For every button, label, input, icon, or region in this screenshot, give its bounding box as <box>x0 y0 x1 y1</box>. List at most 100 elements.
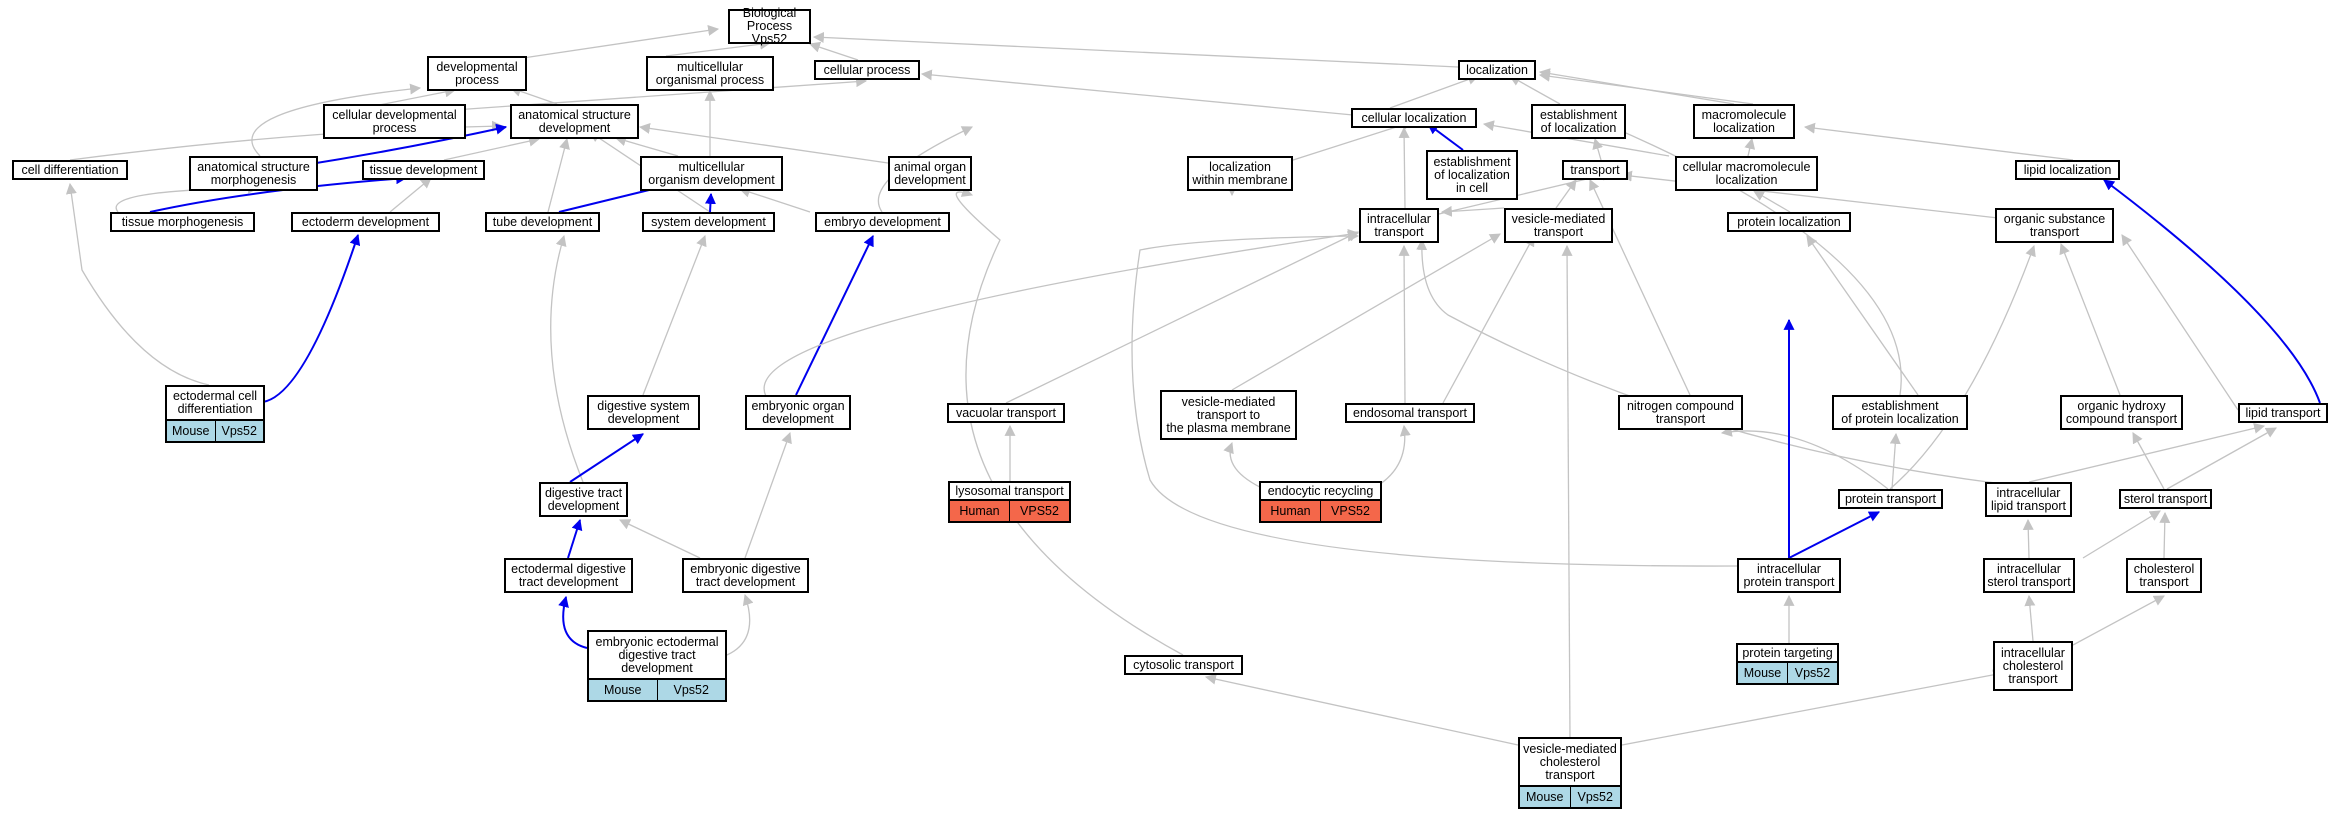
node-cytosolic-transport[interactable]: cytosolic transport <box>1124 655 1243 675</box>
node-lipid-transport[interactable]: lipid transport <box>2238 403 2328 423</box>
node-ectodermal-digestive-tract-development[interactable]: ectodermal digestive tract development <box>504 558 633 593</box>
tagrow-ectodermal-cell-differentiation: Mouse Vps52 <box>165 421 265 443</box>
tag-gene[interactable]: Vps52 <box>214 421 263 441</box>
node-vesicle-mediated-transport-to-the-plasma-membrane[interactable]: vesicle-mediated transport to the plasma… <box>1160 390 1297 440</box>
edge-0 <box>522 25 720 59</box>
tag-gene[interactable]: VPS52 <box>1320 501 1380 521</box>
node-localization[interactable]: localization <box>1458 60 1536 80</box>
edge-82 <box>2072 595 2165 646</box>
tag-species[interactable]: Human <box>1261 501 1320 521</box>
node-cellular-localization[interactable]: cellular localization <box>1351 108 1477 128</box>
tag-species[interactable]: Mouse <box>589 680 657 700</box>
node-protein-localization[interactable]: protein localization <box>1727 212 1851 232</box>
node-biological-process[interactable]: Biological Process Vps52 <box>728 7 811 46</box>
node-anatomical-structure-morphogenesis[interactable]: anatomical structure morphogenesis <box>189 156 318 191</box>
node-intracellular-lipid-transport[interactable]: intracellular lipid transport <box>1985 482 2072 517</box>
edge-8 <box>1509 75 1561 105</box>
edge-19 <box>1427 123 1464 151</box>
node-intracellular-cholesterol-transport[interactable]: intracellular cholesterol transport <box>1993 641 2073 691</box>
node-anatomical-structure-development[interactable]: anatomical structure development <box>510 104 639 139</box>
node-transport[interactable]: transport <box>1562 160 1628 180</box>
tag-gene[interactable]: VPS52 <box>1009 501 1069 521</box>
edge-21 <box>1482 120 1670 157</box>
edge-46 <box>763 229 1360 404</box>
node-embryonic-organ-development[interactable]: embryonic organ development <box>745 395 851 430</box>
edge-48 <box>1231 233 1501 391</box>
node-cholesterol-transport[interactable]: cholesterol transport <box>2126 558 2202 593</box>
edge-50 <box>1398 244 1410 404</box>
node-localization-within-membrane[interactable]: localization within membrane <box>1187 156 1293 191</box>
edge-63 <box>1889 432 1901 490</box>
node-ectodermal-cell-differentiation[interactable]: ectodermal cell differentiation <box>165 385 265 421</box>
node-cellular-developmental-process[interactable]: cellular developmental process <box>323 104 466 139</box>
node-animal-organ-development[interactable]: animal organ development <box>888 156 972 191</box>
node-cellular-process[interactable]: cellular process <box>814 60 920 80</box>
node-macromolecule-localization[interactable]: macromolecule localization <box>1693 104 1795 139</box>
edge-3 <box>812 31 1459 68</box>
edge-74 <box>2022 518 2034 559</box>
node-establishment-of-protein-localization[interactable]: establishment of protein localization <box>1832 395 1968 430</box>
node-multicellular-organismal-process[interactable]: multicellular organismal process <box>646 56 774 91</box>
node-cellular-macromolecule-localization[interactable]: cellular macromolecule localization <box>1675 156 1818 191</box>
edge-64 <box>2028 422 2266 483</box>
edge-47 <box>1005 231 1359 404</box>
node-cell-differentiation[interactable]: cell differentiation <box>12 160 128 180</box>
node-tissue-morphogenesis[interactable]: tissue morphogenesis <box>110 212 255 232</box>
edge-49 <box>1442 235 1535 404</box>
edge-67 <box>1416 238 2029 488</box>
node-vesicle-mediated-cholesterol-transport[interactable]: vesicle-mediated cholesterol transport <box>1518 737 1622 787</box>
node-sterol-transport[interactable]: sterol transport <box>2119 489 2212 509</box>
node-protein-targeting[interactable]: protein targeting <box>1736 643 1839 663</box>
tag-gene[interactable]: Vps52 <box>1787 663 1837 683</box>
tag-species[interactable]: Mouse <box>167 421 215 441</box>
edge-44 <box>642 234 707 396</box>
edge-68 <box>567 518 583 559</box>
node-tube-development[interactable]: tube development <box>485 212 600 232</box>
edge-17 <box>638 122 889 164</box>
node-tissue-development[interactable]: tissue development <box>362 160 485 180</box>
edge-14 <box>297 123 508 167</box>
edge-27 <box>389 177 432 213</box>
tag-species[interactable]: Human <box>950 501 1009 521</box>
node-lysosomal-transport[interactable]: lysosomal transport <box>948 481 1071 501</box>
edge-73 <box>1131 230 1738 567</box>
edge-60 <box>569 433 644 483</box>
edge-22 <box>1744 137 1756 157</box>
node-embryonic-ectodermal-digestive-tract-development[interactable]: embryonic ectodermal digestive tract dev… <box>587 630 727 680</box>
node-system-development[interactable]: system development <box>642 212 775 232</box>
tag-species[interactable]: Mouse <box>1520 787 1570 807</box>
node-digestive-system-development[interactable]: digestive system development <box>587 395 700 430</box>
node-vesicle-mediated-transport[interactable]: vesicle-mediated transport <box>1504 208 1613 243</box>
node-endocytic-recycling[interactable]: endocytic recycling <box>1259 481 1382 501</box>
edge-45 <box>795 235 874 396</box>
node-intracellular-transport[interactable]: intracellular transport <box>1359 208 1439 243</box>
node-multicellular-organism-development[interactable]: multicellular organism development <box>640 156 783 191</box>
edge-37 <box>1440 205 1505 217</box>
tagrow-embryonic-ectodermal-digestive-tract-development: Mouse Vps52 <box>587 680 727 702</box>
edge-52 <box>1806 235 1919 396</box>
node-embryo-development[interactable]: embryo development <box>815 212 950 232</box>
node-nitrogen-compound-transport[interactable]: nitrogen compound transport <box>1618 395 1743 430</box>
node-embryonic-digestive-tract-development[interactable]: embryonic digestive tract development <box>682 558 809 593</box>
edge-70 <box>744 431 792 559</box>
tag-gene[interactable]: Vps52 <box>656 680 725 700</box>
edge-53 <box>2059 242 2121 396</box>
edge-57 <box>1223 441 1267 491</box>
tag-species[interactable]: Mouse <box>1738 663 1787 683</box>
node-intracellular-protein-transport[interactable]: intracellular protein transport <box>1737 558 1841 593</box>
node-ectoderm-development[interactable]: ectoderm development <box>291 212 440 232</box>
tag-gene[interactable]: Vps52 <box>1569 787 1620 807</box>
node-protein-transport[interactable]: protein transport <box>1838 489 1943 509</box>
edge-65 <box>2132 432 2165 490</box>
node-digestive-tract-development[interactable]: digestive tract development <box>539 482 628 517</box>
node-vacuolar-transport[interactable]: vacuolar transport <box>947 403 1065 423</box>
node-developmental-process[interactable]: developmental process <box>427 56 527 91</box>
node-organic-substance-transport[interactable]: organic substance transport <box>1995 208 2114 243</box>
node-intracellular-sterol-transport[interactable]: intracellular sterol transport <box>1983 558 2075 593</box>
node-organic-hydroxy-compound-transport[interactable]: organic hydroxy compound transport <box>2060 395 2183 430</box>
node-establishment-of-localization-in-cell[interactable]: establishment of localization in cell <box>1426 150 1518 200</box>
node-lipid-localization[interactable]: lipid localization <box>2015 160 2120 180</box>
node-endosomal-transport[interactable]: endosomal transport <box>1345 403 1475 423</box>
edge-84 <box>1204 673 1519 746</box>
node-establishment-of-localization[interactable]: establishment of localization <box>1531 104 1626 139</box>
